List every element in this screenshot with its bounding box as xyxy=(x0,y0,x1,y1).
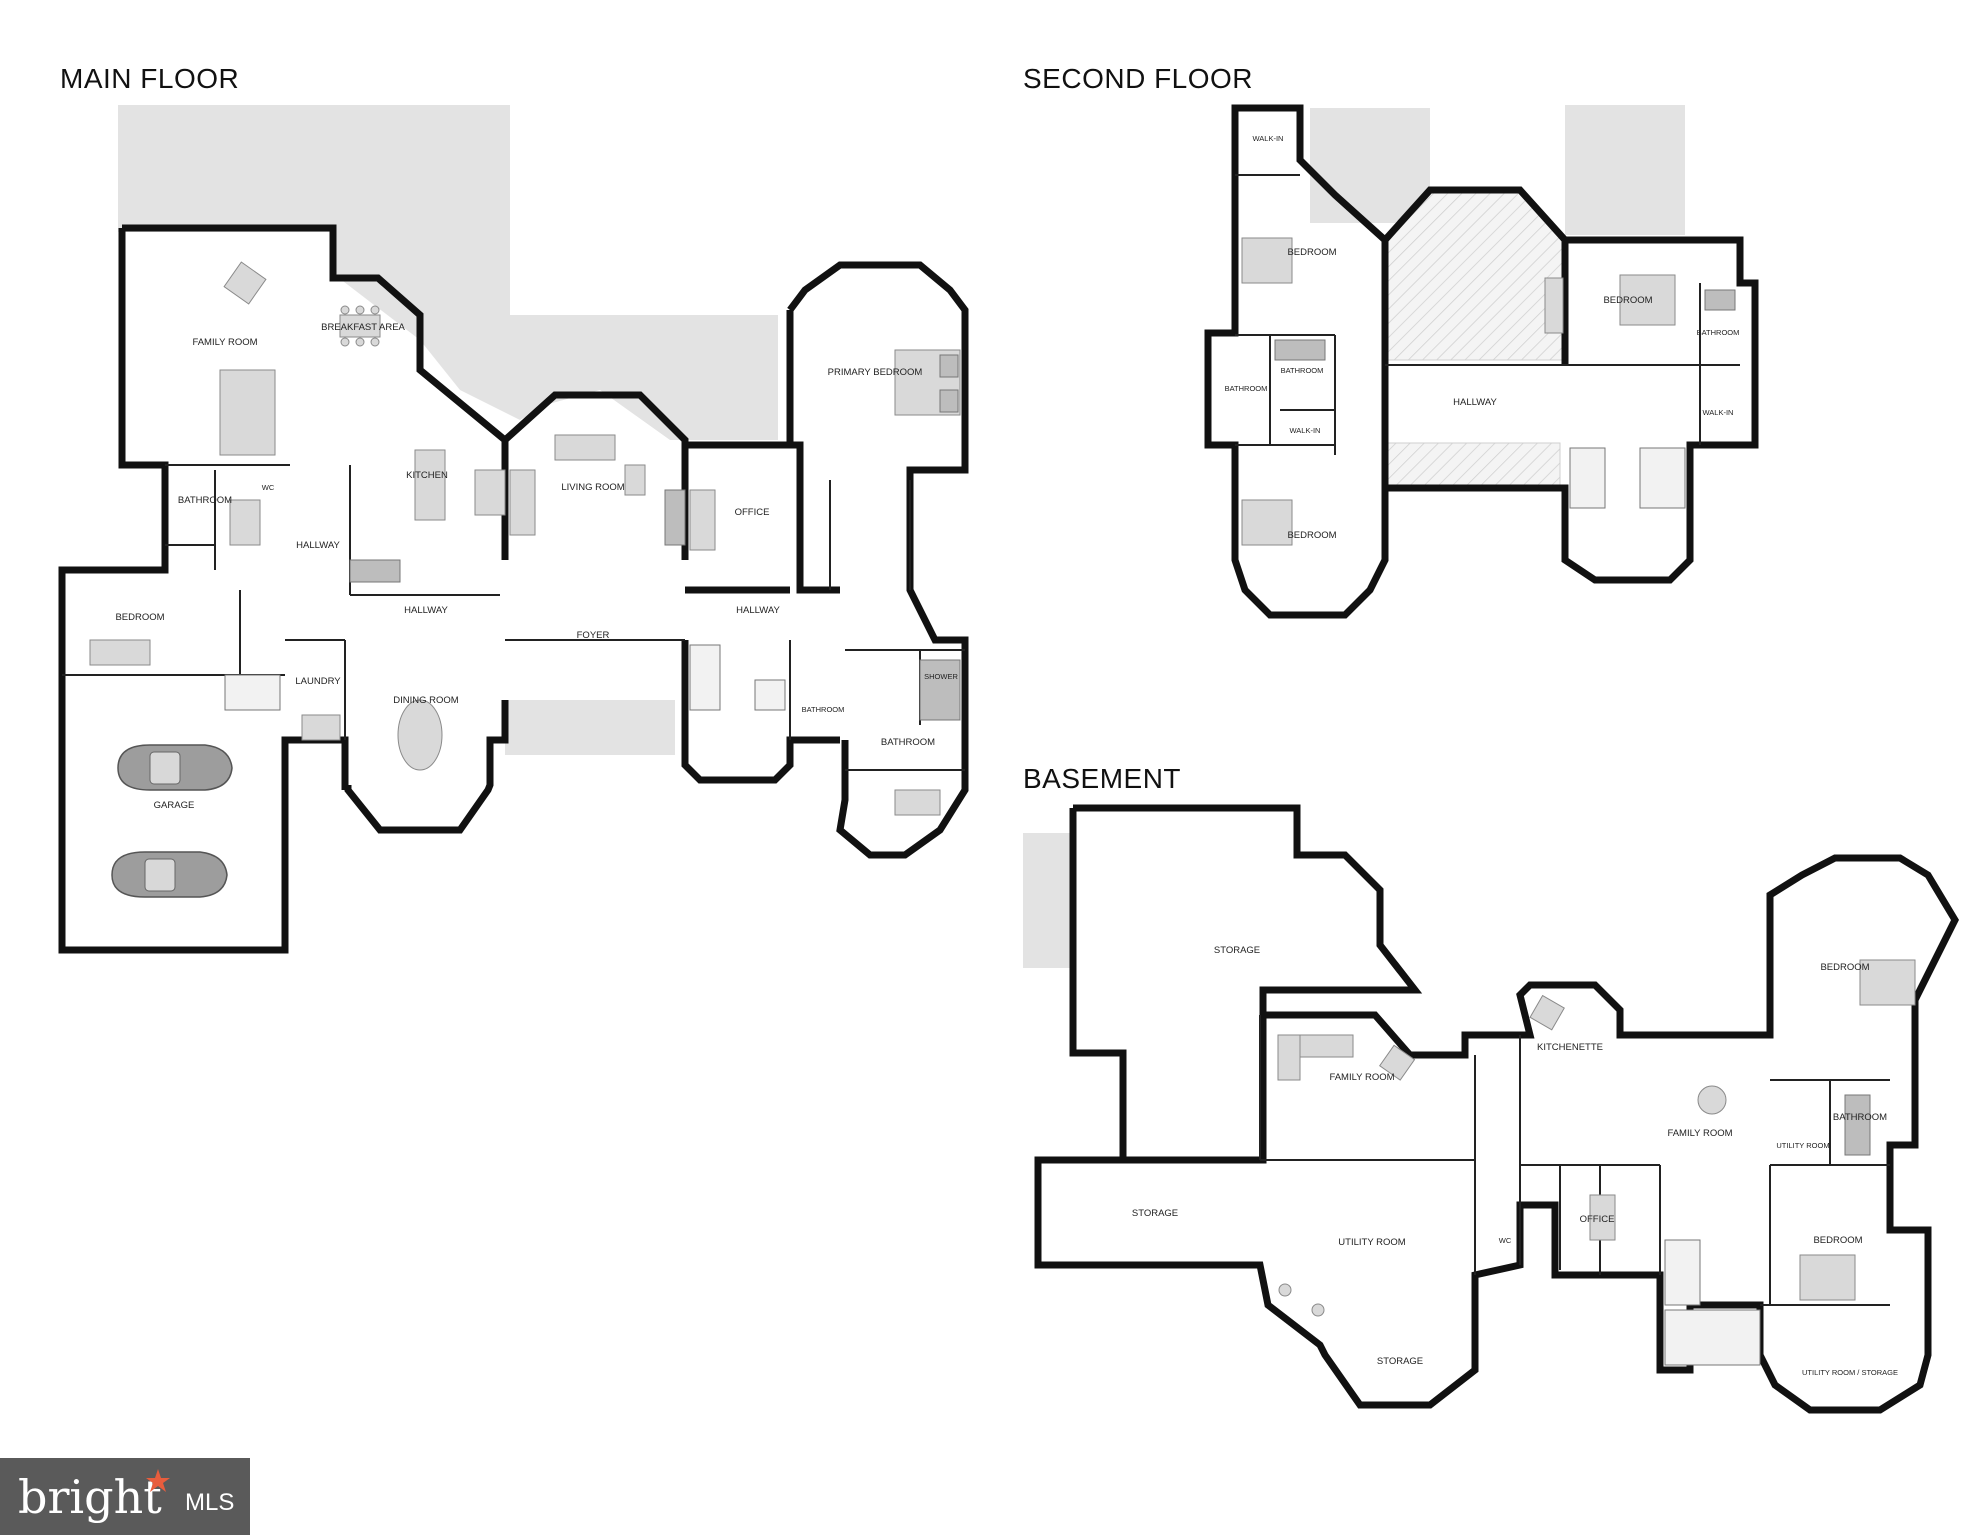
room-label: WALK-IN xyxy=(1253,134,1284,143)
room-label: BEDROOM xyxy=(1820,962,1869,973)
room-label: OFFICE xyxy=(735,507,770,518)
room-label: HALLWAY xyxy=(404,605,448,616)
main-interior-walls xyxy=(62,464,965,771)
bright-mls-logo: bright MLS xyxy=(0,1458,250,1535)
room-label: UTILITY ROOM xyxy=(1338,1237,1405,1248)
room-label: WALK-IN xyxy=(1703,408,1734,417)
second-outer-wall xyxy=(1204,104,1759,619)
logo-mls-text: MLS xyxy=(185,1489,234,1516)
main-labels: FAMILY ROOM BREAKFAST AREA KITCHEN LIVIN… xyxy=(115,322,958,811)
main-floor-title: MAIN FLOOR xyxy=(60,63,239,94)
room-label: BEDROOM xyxy=(1813,1235,1862,1246)
main-family-wall xyxy=(58,228,169,675)
room-label: GARAGE xyxy=(154,800,195,811)
car-icon xyxy=(117,744,233,791)
room-label: BATHROOM xyxy=(1225,384,1268,393)
main-floor: MAIN FLOOR xyxy=(58,63,969,954)
logo-background xyxy=(0,1458,250,1535)
main-garage-wall xyxy=(58,675,349,954)
basement-title: BASEMENT xyxy=(1023,763,1181,794)
main-stairs xyxy=(224,644,786,711)
room-label: BATHROOM xyxy=(178,495,232,506)
main-office-wall xyxy=(685,441,840,594)
room-label: FAMILY ROOM xyxy=(1329,1072,1394,1083)
basement-labels: STORAGE FAMILY ROOM KITCHENETTE FAMILY R… xyxy=(1132,945,1898,1377)
second-interior-walls xyxy=(1235,174,1740,455)
basement: BASEMENT xyxy=(1023,763,1959,1414)
room-label: BEDROOM xyxy=(1287,530,1336,541)
room-label: BATHROOM xyxy=(1697,328,1740,337)
main-furniture xyxy=(89,261,961,816)
room-label: BEDROOM xyxy=(1603,295,1652,306)
room-label: SHOWER xyxy=(924,672,958,681)
room-label: PRIMARY BEDROOM xyxy=(828,367,923,378)
basement-storage-north-west xyxy=(1069,808,1127,1160)
room-label: STORAGE xyxy=(1377,1356,1423,1367)
second-floor-title: SECOND FLOOR xyxy=(1023,63,1253,94)
second-floor: SECOND FLOOR xyxy=(1023,63,1759,619)
room-label: OFFICE xyxy=(1580,1214,1615,1225)
logo-star-icon xyxy=(146,1469,170,1492)
room-label: WC xyxy=(1499,1236,1512,1245)
room-label: STORAGE xyxy=(1132,1208,1178,1219)
room-label: FAMILY ROOM xyxy=(192,337,257,348)
room-label: HALLWAY xyxy=(736,605,780,616)
second-labels: WALK-IN BEDROOM BATHROOM BATHROOM WALK-I… xyxy=(1225,134,1740,541)
room-label: UTILITY ROOM / STORAGE xyxy=(1802,1368,1898,1377)
room-label: BREAKFAST AREA xyxy=(321,322,405,333)
main-deck-rear xyxy=(118,105,778,440)
room-label: DINING ROOM xyxy=(393,695,459,706)
room-label: WALK-IN xyxy=(1290,426,1321,435)
room-label: KITCHEN xyxy=(406,470,448,481)
room-label: FOYER xyxy=(577,630,610,641)
room-label: LIVING ROOM xyxy=(561,482,624,493)
room-label: KITCHENETTE xyxy=(1537,1042,1603,1053)
second-open-to-below-south xyxy=(1384,442,1561,489)
main-living-wall xyxy=(502,391,689,560)
main-front-porch xyxy=(505,700,675,755)
room-label: WC xyxy=(262,483,275,492)
room-label: LAUNDRY xyxy=(295,676,341,687)
room-label: BATHROOM xyxy=(881,737,935,748)
room-label: BEDROOM xyxy=(1287,247,1336,258)
garage-cars xyxy=(111,744,233,898)
room-label: STORAGE xyxy=(1214,945,1260,956)
second-stairs xyxy=(1569,447,1686,509)
room-label: BATHROOM xyxy=(802,705,845,714)
room-label: BATHROOM xyxy=(1281,366,1324,375)
second-roof-east xyxy=(1565,105,1685,235)
second-furniture xyxy=(1241,237,1736,546)
room-label: UTILITY ROOM xyxy=(1776,1141,1829,1150)
car-icon xyxy=(111,851,228,898)
logo-brand-text: bright xyxy=(18,1470,162,1524)
room-label: BATHROOM xyxy=(1833,1112,1887,1123)
basement-furniture xyxy=(1277,959,1916,1317)
basement-stairs xyxy=(1664,1239,1761,1366)
room-label: HALLWAY xyxy=(296,540,340,551)
basement-outer-wall xyxy=(1034,804,1959,1414)
basement-areaway xyxy=(1023,833,1073,968)
main-dining-wall xyxy=(344,700,509,834)
main-primary-wall xyxy=(787,261,969,859)
room-label: BEDROOM xyxy=(115,612,164,623)
second-open-to-below xyxy=(1384,189,1566,361)
room-label: FAMILY ROOM xyxy=(1667,1128,1732,1139)
room-label: HALLWAY xyxy=(1453,397,1497,408)
main-outer-wall-west xyxy=(122,224,509,560)
basement-interior-walls xyxy=(1259,1015,1890,1306)
second-roof-west xyxy=(1310,108,1430,223)
